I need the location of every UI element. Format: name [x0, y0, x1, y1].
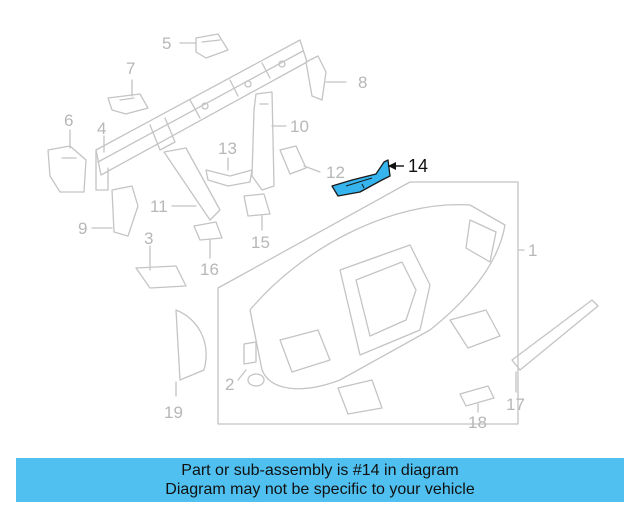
part-9-bracket[interactable]: [111, 185, 139, 237]
part-8-bracket[interactable]: [305, 55, 327, 101]
part-14-highlighted-bracket[interactable]: [331, 159, 404, 197]
callout-13: 13: [218, 139, 237, 158]
instrument-panel-box: [217, 181, 519, 425]
leader-lines: [69, 42, 525, 413]
part-10-pillar[interactable]: [251, 91, 275, 191]
part-2-clip[interactable]: [243, 341, 265, 387]
part-19-trim[interactable]: [175, 309, 207, 381]
callout-2: 2: [225, 375, 234, 394]
callout-19: 19: [164, 403, 183, 422]
part-air-vent-right[interactable]: [449, 309, 501, 349]
callout-3: 3: [144, 229, 153, 248]
part-air-vent-lower[interactable]: [337, 379, 383, 415]
callout-8: 8: [358, 73, 367, 92]
callout-11: 11: [150, 197, 168, 216]
banner-line-part: Part or sub-assembly is #14 in diagram: [181, 462, 459, 479]
callout-7: 7: [126, 59, 135, 78]
part-18-bracket[interactable]: [459, 385, 495, 407]
callout-10: 10: [290, 117, 309, 136]
part-7-bracket[interactable]: [107, 93, 149, 115]
callout-1: 1: [528, 241, 537, 260]
callout-5: 5: [162, 34, 171, 53]
parts-diagram: 1 2 3 4 5 6 7 8 9 10 11 12 13 14 15 16 1…: [47, 33, 599, 432]
callout-17: 17: [506, 395, 525, 414]
callout-18: 18: [468, 413, 487, 432]
part-17-rail[interactable]: [511, 299, 599, 371]
callout-15: 15: [251, 233, 270, 252]
callout-14: 14: [408, 156, 428, 176]
callout-12: 12: [326, 163, 345, 182]
callout-9: 9: [78, 219, 87, 238]
part-5-bracket[interactable]: [195, 33, 229, 59]
part-16-bracket[interactable]: [193, 221, 223, 241]
part-info-banner: Part or sub-assembly is #14 in diagram D…: [16, 458, 624, 502]
part-13-strip[interactable]: [205, 169, 253, 187]
callout-4: 4: [97, 119, 106, 138]
callout-6: 6: [64, 111, 73, 130]
part-11-brace[interactable]: [163, 147, 221, 221]
part-6-bracket[interactable]: [47, 145, 87, 193]
part-12-bracket[interactable]: [279, 145, 307, 175]
banner-line-disclaimer: Diagram may not be specific to your vehi…: [165, 481, 475, 498]
part-15-bracket[interactable]: [243, 193, 271, 217]
part-3-bracket[interactable]: [135, 261, 187, 289]
callout-16: 16: [200, 260, 219, 279]
dashboard-panel[interactable]: [249, 204, 506, 390]
